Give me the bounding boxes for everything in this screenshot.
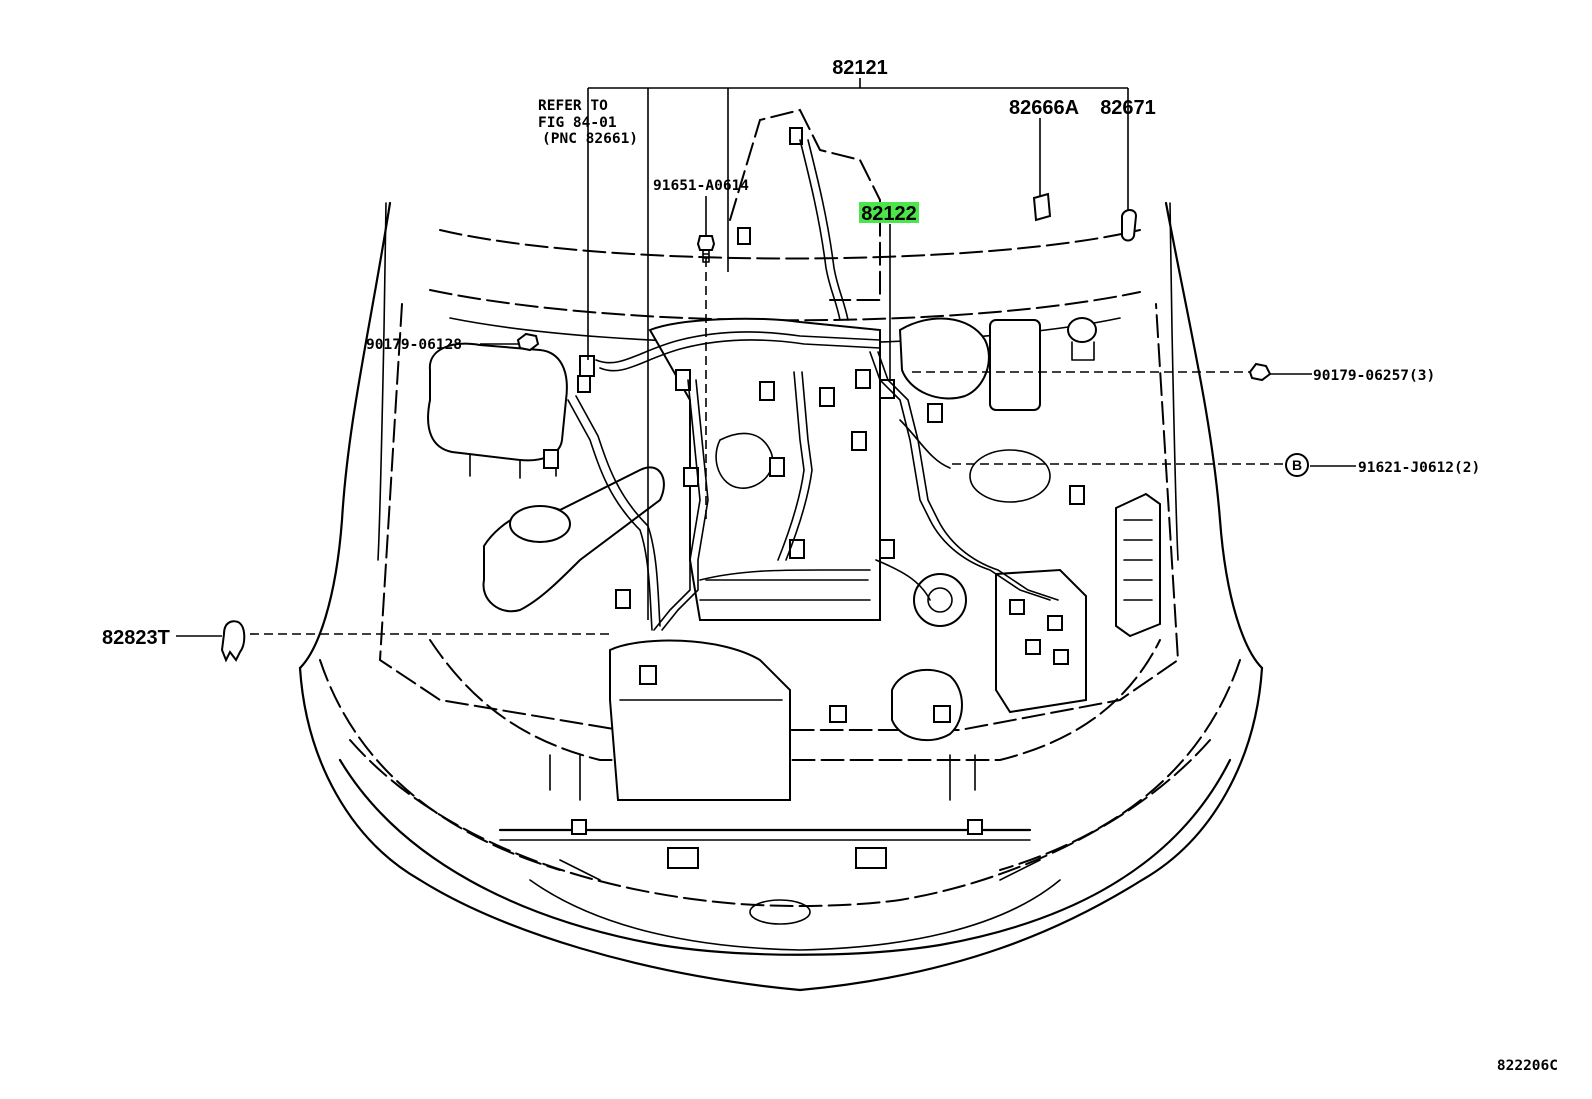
part-icons: B — [220, 192, 1309, 663]
grommet-icon-82823t — [220, 620, 246, 663]
callout-82671[interactable]: 82671 — [1100, 97, 1156, 119]
callout-82122[interactable]: 82122 — [861, 203, 917, 225]
callout-90179-06128[interactable]: 90179-06128 — [366, 337, 462, 353]
nut-icon-90179-06257 — [1248, 362, 1272, 382]
refer-note-line1: REFER TO — [538, 98, 608, 114]
ref-marker-letter: B — [1292, 457, 1302, 473]
figure-code: 822206C — [1497, 1058, 1558, 1074]
leader-lines — [176, 78, 1356, 637]
ref-marker-b: B — [1285, 453, 1309, 477]
refer-note-line3: (PNC 82661) — [542, 131, 638, 147]
clip-icon-82666a — [1032, 192, 1052, 222]
callout-labels: 82121 82666A 82671 82122 91651-A0614 901… — [102, 57, 1558, 1074]
callout-91651-a0614[interactable]: 91651-A0614 — [653, 178, 749, 194]
callout-91621-j0612[interactable]: 91621-J0612(2) — [1358, 460, 1480, 476]
callout-90179-06257[interactable]: 90179-06257(3) — [1313, 368, 1435, 384]
callout-82121[interactable]: 82121 — [832, 57, 888, 79]
bolt-icon — [696, 235, 716, 263]
refer-note-line2: FIG 84-01 — [538, 115, 617, 131]
car-body-outline — [298, 201, 1264, 992]
callout-82122-highlight — [859, 202, 919, 223]
callout-82823t[interactable]: 82823T — [102, 627, 170, 649]
clip-icon-82671 — [1121, 209, 1138, 242]
nut-icon-90179-06128 — [516, 332, 540, 352]
wire-harness — [567, 139, 1059, 631]
callout-82666a[interactable]: 82666A — [1009, 97, 1079, 119]
